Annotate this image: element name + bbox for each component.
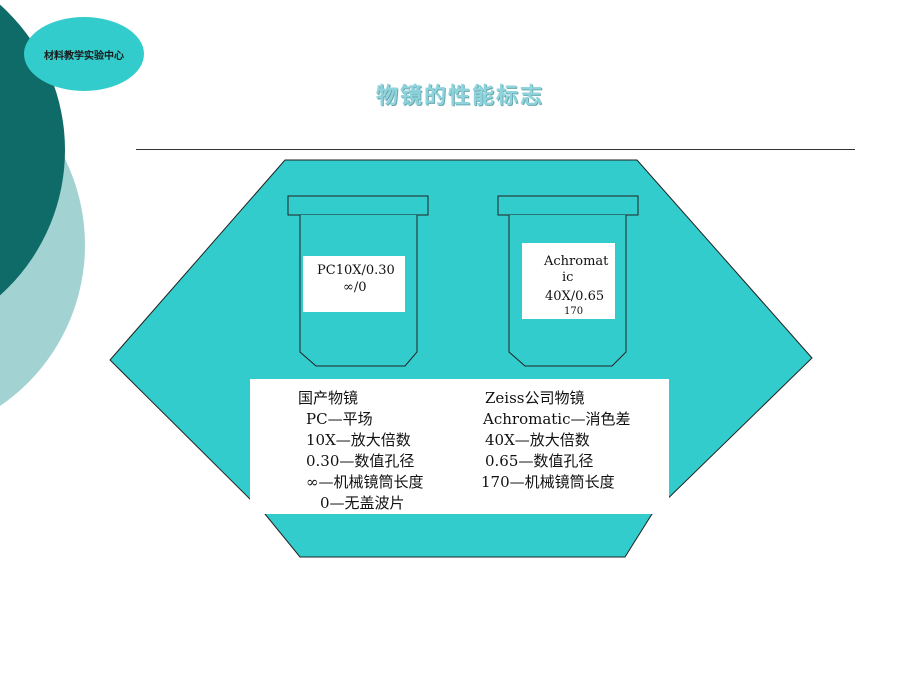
badge-text: 材料教学实验中心 — [44, 50, 124, 62]
right-text-0: Zeiss公司物镜 — [485, 389, 585, 407]
department-badge: 材料教学实验中心 — [24, 17, 144, 91]
right-objective-line1: Achromat — [544, 254, 609, 269]
left-objective-line1: PC10X/0.30 — [317, 263, 395, 278]
right-text-2: 40X—放大倍数 — [485, 431, 590, 449]
left-objective-label: PC10X/0.30 ∞/0 — [303, 256, 405, 312]
left-objective-line2: ∞/0 — [343, 280, 367, 295]
left-text-3: 0.30—数值孔径 — [306, 452, 415, 470]
right-objective-line2: ic — [562, 270, 574, 285]
page-title: 物镜的性能标志 — [375, 84, 544, 109]
right-objective-label: Achromat ic 40X/0.65 170 — [522, 243, 615, 319]
right-text-3: 0.65—数值孔径 — [485, 452, 594, 470]
left-text-1: PC—平场 — [306, 410, 373, 428]
right-objective-line4: 170 — [564, 306, 584, 317]
right-text-4: 170—机械镜筒长度 — [481, 473, 615, 491]
title-divider — [136, 149, 855, 150]
right-objective-line3: 40X/0.65 — [545, 289, 605, 304]
left-text-4: ∞—机械镜筒长度 — [306, 473, 424, 491]
left-text-2: 10X—放大倍数 — [306, 431, 411, 449]
left-text-0: 国产物镜 — [298, 389, 359, 407]
explanation-panel: 国产物镜 PC—平场 10X—放大倍数 0.30—数值孔径 ∞—机械镜筒长度 0… — [250, 379, 669, 514]
right-text-1: Achromatic—消色差 — [483, 410, 631, 428]
left-text-5: 0—无盖波片 — [320, 494, 405, 512]
